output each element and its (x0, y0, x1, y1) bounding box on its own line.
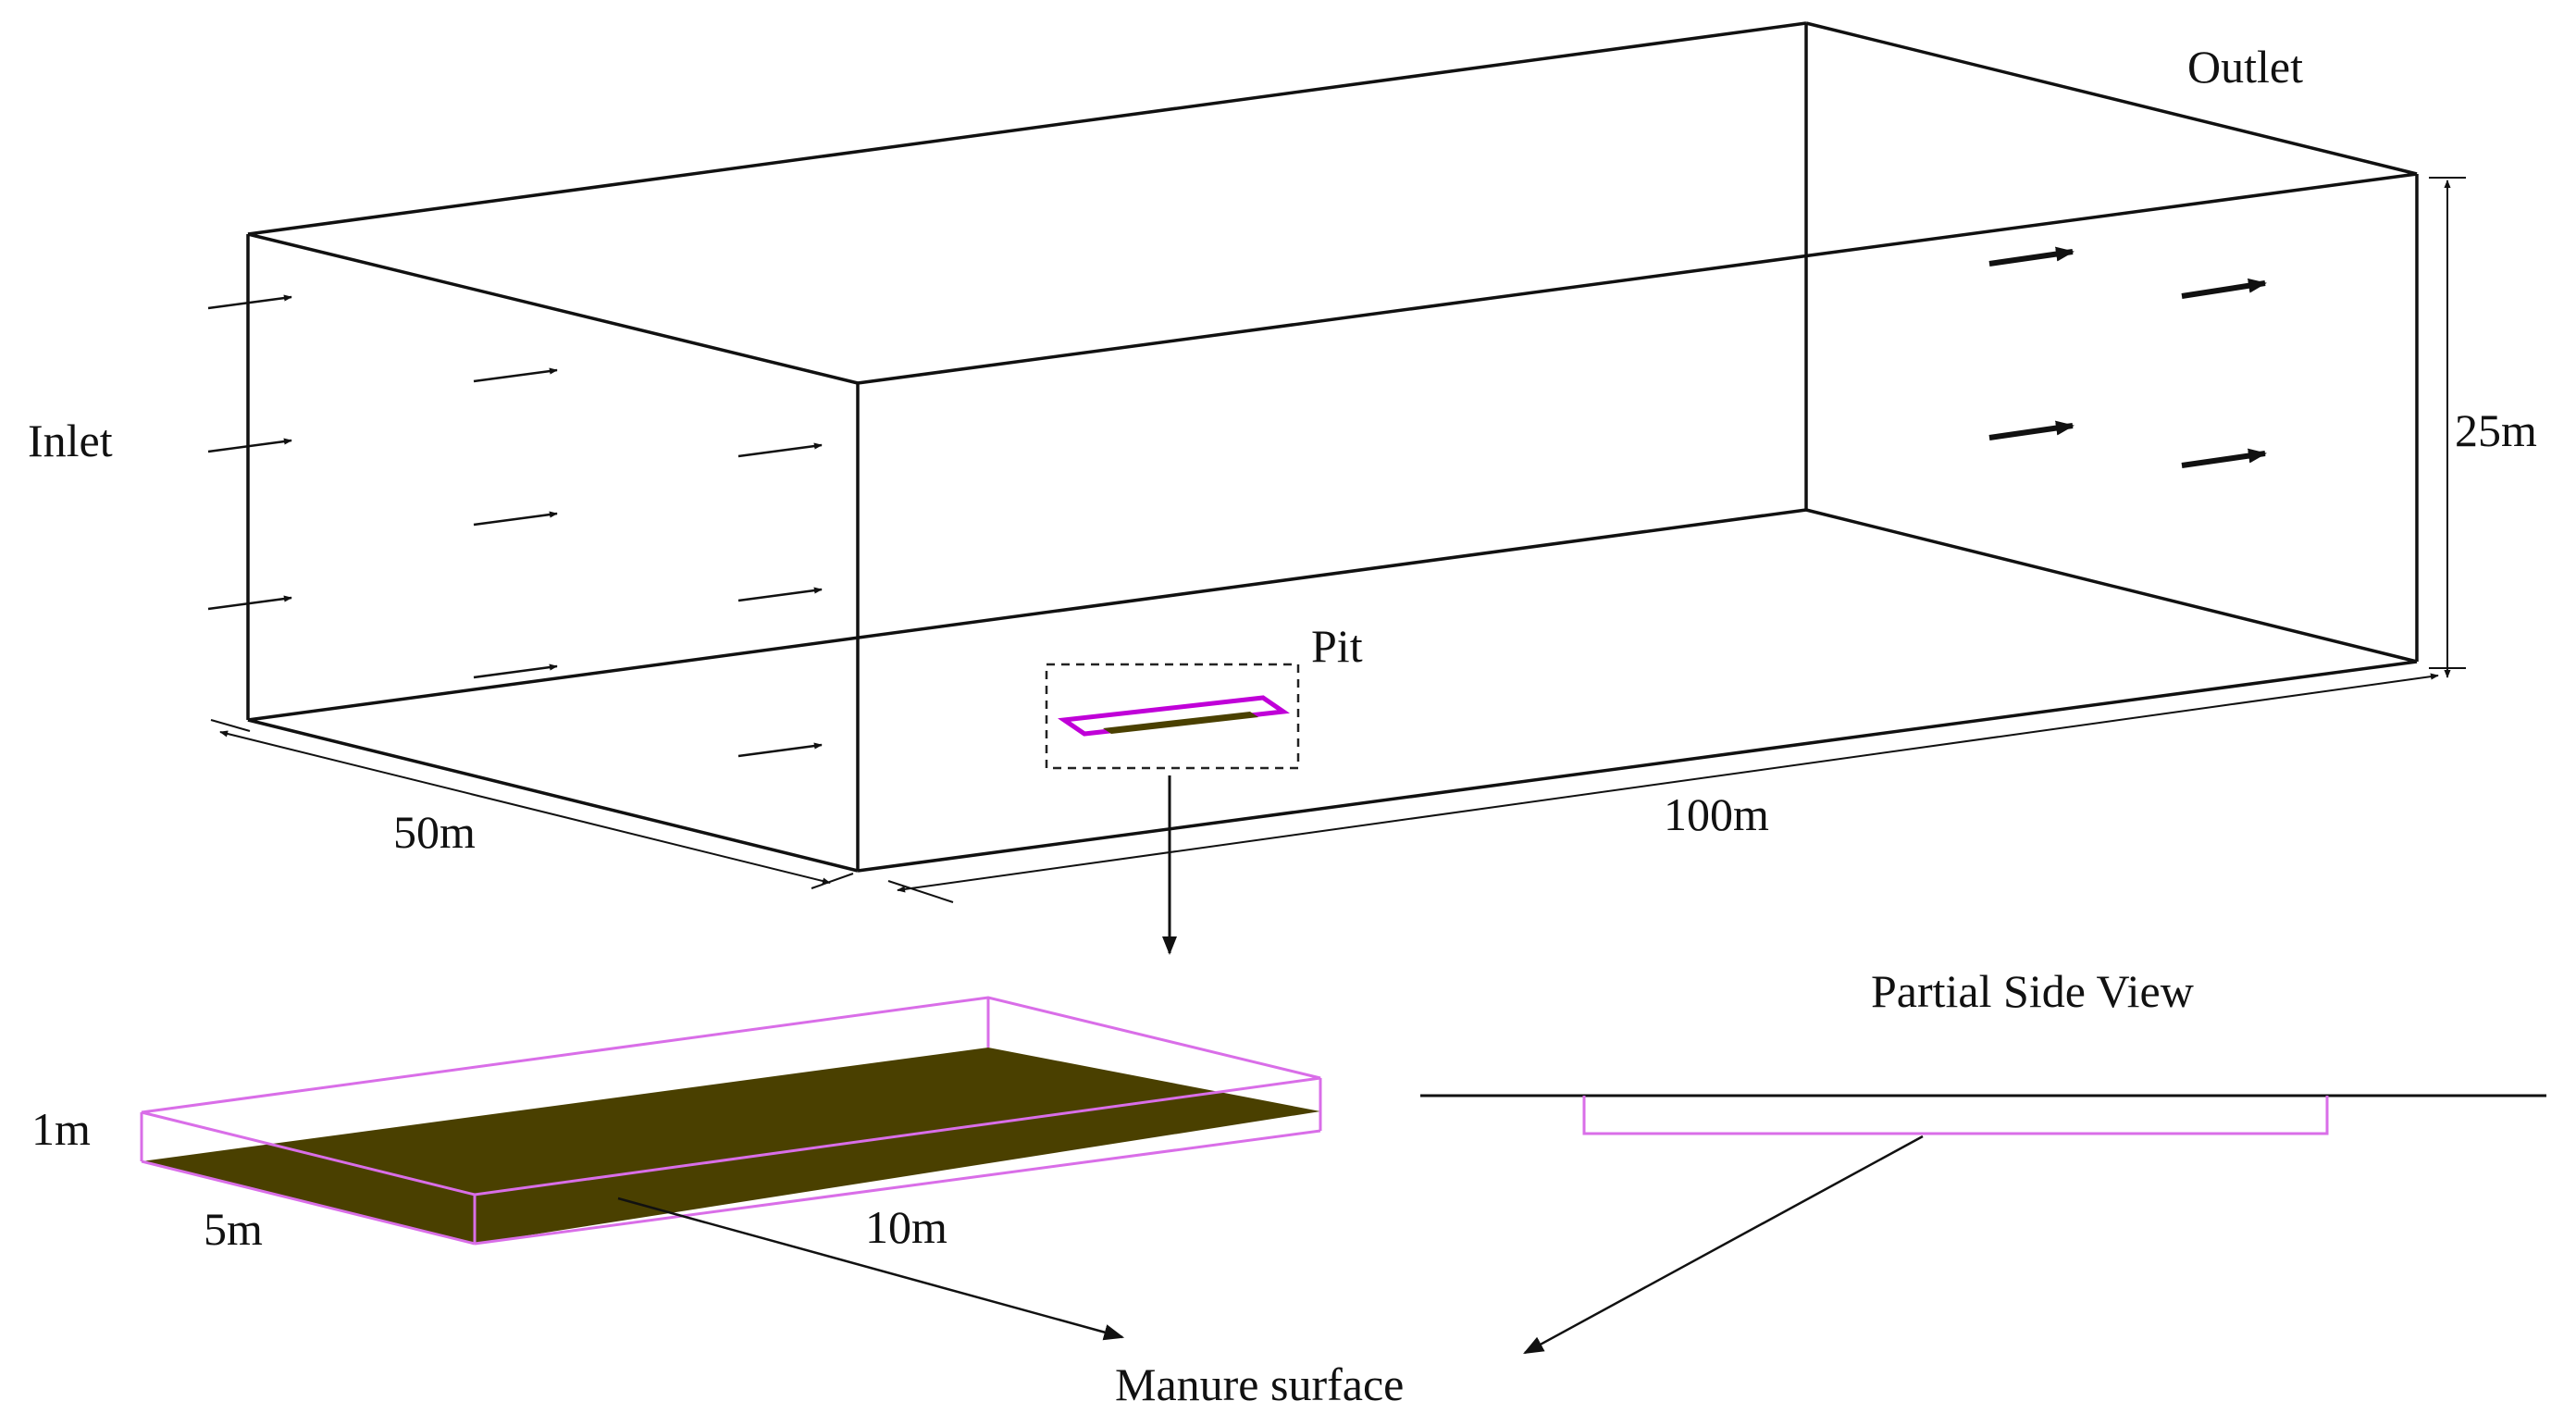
pit-highlight-box (1045, 663, 1300, 770)
box-edge-bottom-front (857, 660, 2418, 873)
box-edge-top-left (247, 232, 859, 385)
label-width: 50m (393, 806, 476, 858)
pit-enlarged (140, 996, 1322, 1246)
label-outlet: Outlet (2187, 41, 2303, 93)
dim-line-width (219, 730, 831, 885)
pit-small (1045, 663, 1300, 955)
label-pit: Pit (1311, 620, 1363, 672)
box-edge-top-back (247, 21, 1807, 236)
box-edge-top-right (1805, 21, 2418, 176)
inlet-flow-arrows (207, 294, 823, 758)
manure-leaders (617, 1135, 1924, 1355)
text-labels: Outlet Inlet 25m Pit 50m 100m 1m 5m 10m … (28, 41, 2537, 1410)
inlet-arrow (737, 742, 823, 758)
manure-leader-left (617, 1197, 1125, 1341)
dimension-lines (210, 177, 2466, 903)
inlet-arrow (207, 595, 292, 611)
label-manure-surface: Manure surface (1115, 1358, 1404, 1410)
outlet-arrow (2181, 448, 2267, 468)
box-edge-bottom-left (247, 718, 859, 873)
inlet-arrow (473, 367, 558, 383)
inlet-arrow (207, 438, 292, 453)
manure-leader-right (1523, 1135, 1924, 1355)
label-pit-depth: 1m (31, 1103, 91, 1155)
outlet-arrow (1988, 420, 2074, 440)
inlet-arrow (473, 663, 558, 679)
inlet-arrow (737, 587, 823, 602)
label-pit-length: 10m (865, 1201, 947, 1253)
pit-section (1582, 1096, 2329, 1135)
manure-surface-region (142, 1048, 1320, 1244)
outlet-arrow (1988, 246, 2074, 267)
domain-box (246, 21, 2419, 873)
inlet-arrow (737, 442, 823, 458)
label-height: 25m (2455, 404, 2537, 456)
box-edge-top-front (857, 172, 2418, 385)
partial-side-view (1420, 1094, 2546, 1135)
dim-line-length (897, 673, 2439, 893)
label-side-view-title: Partial Side View (1871, 965, 2194, 1017)
inlet-arrow (207, 294, 292, 310)
outlet-flow-arrows (1988, 246, 2267, 468)
label-pit-width: 5m (204, 1203, 263, 1255)
inlet-arrow (473, 511, 558, 527)
outlet-arrow (2181, 278, 2267, 299)
box-edge-bottom-right (1805, 508, 2418, 663)
box-edge-bottom-back (247, 508, 1807, 722)
label-inlet: Inlet (28, 415, 113, 466)
label-length: 100m (1664, 788, 1769, 840)
